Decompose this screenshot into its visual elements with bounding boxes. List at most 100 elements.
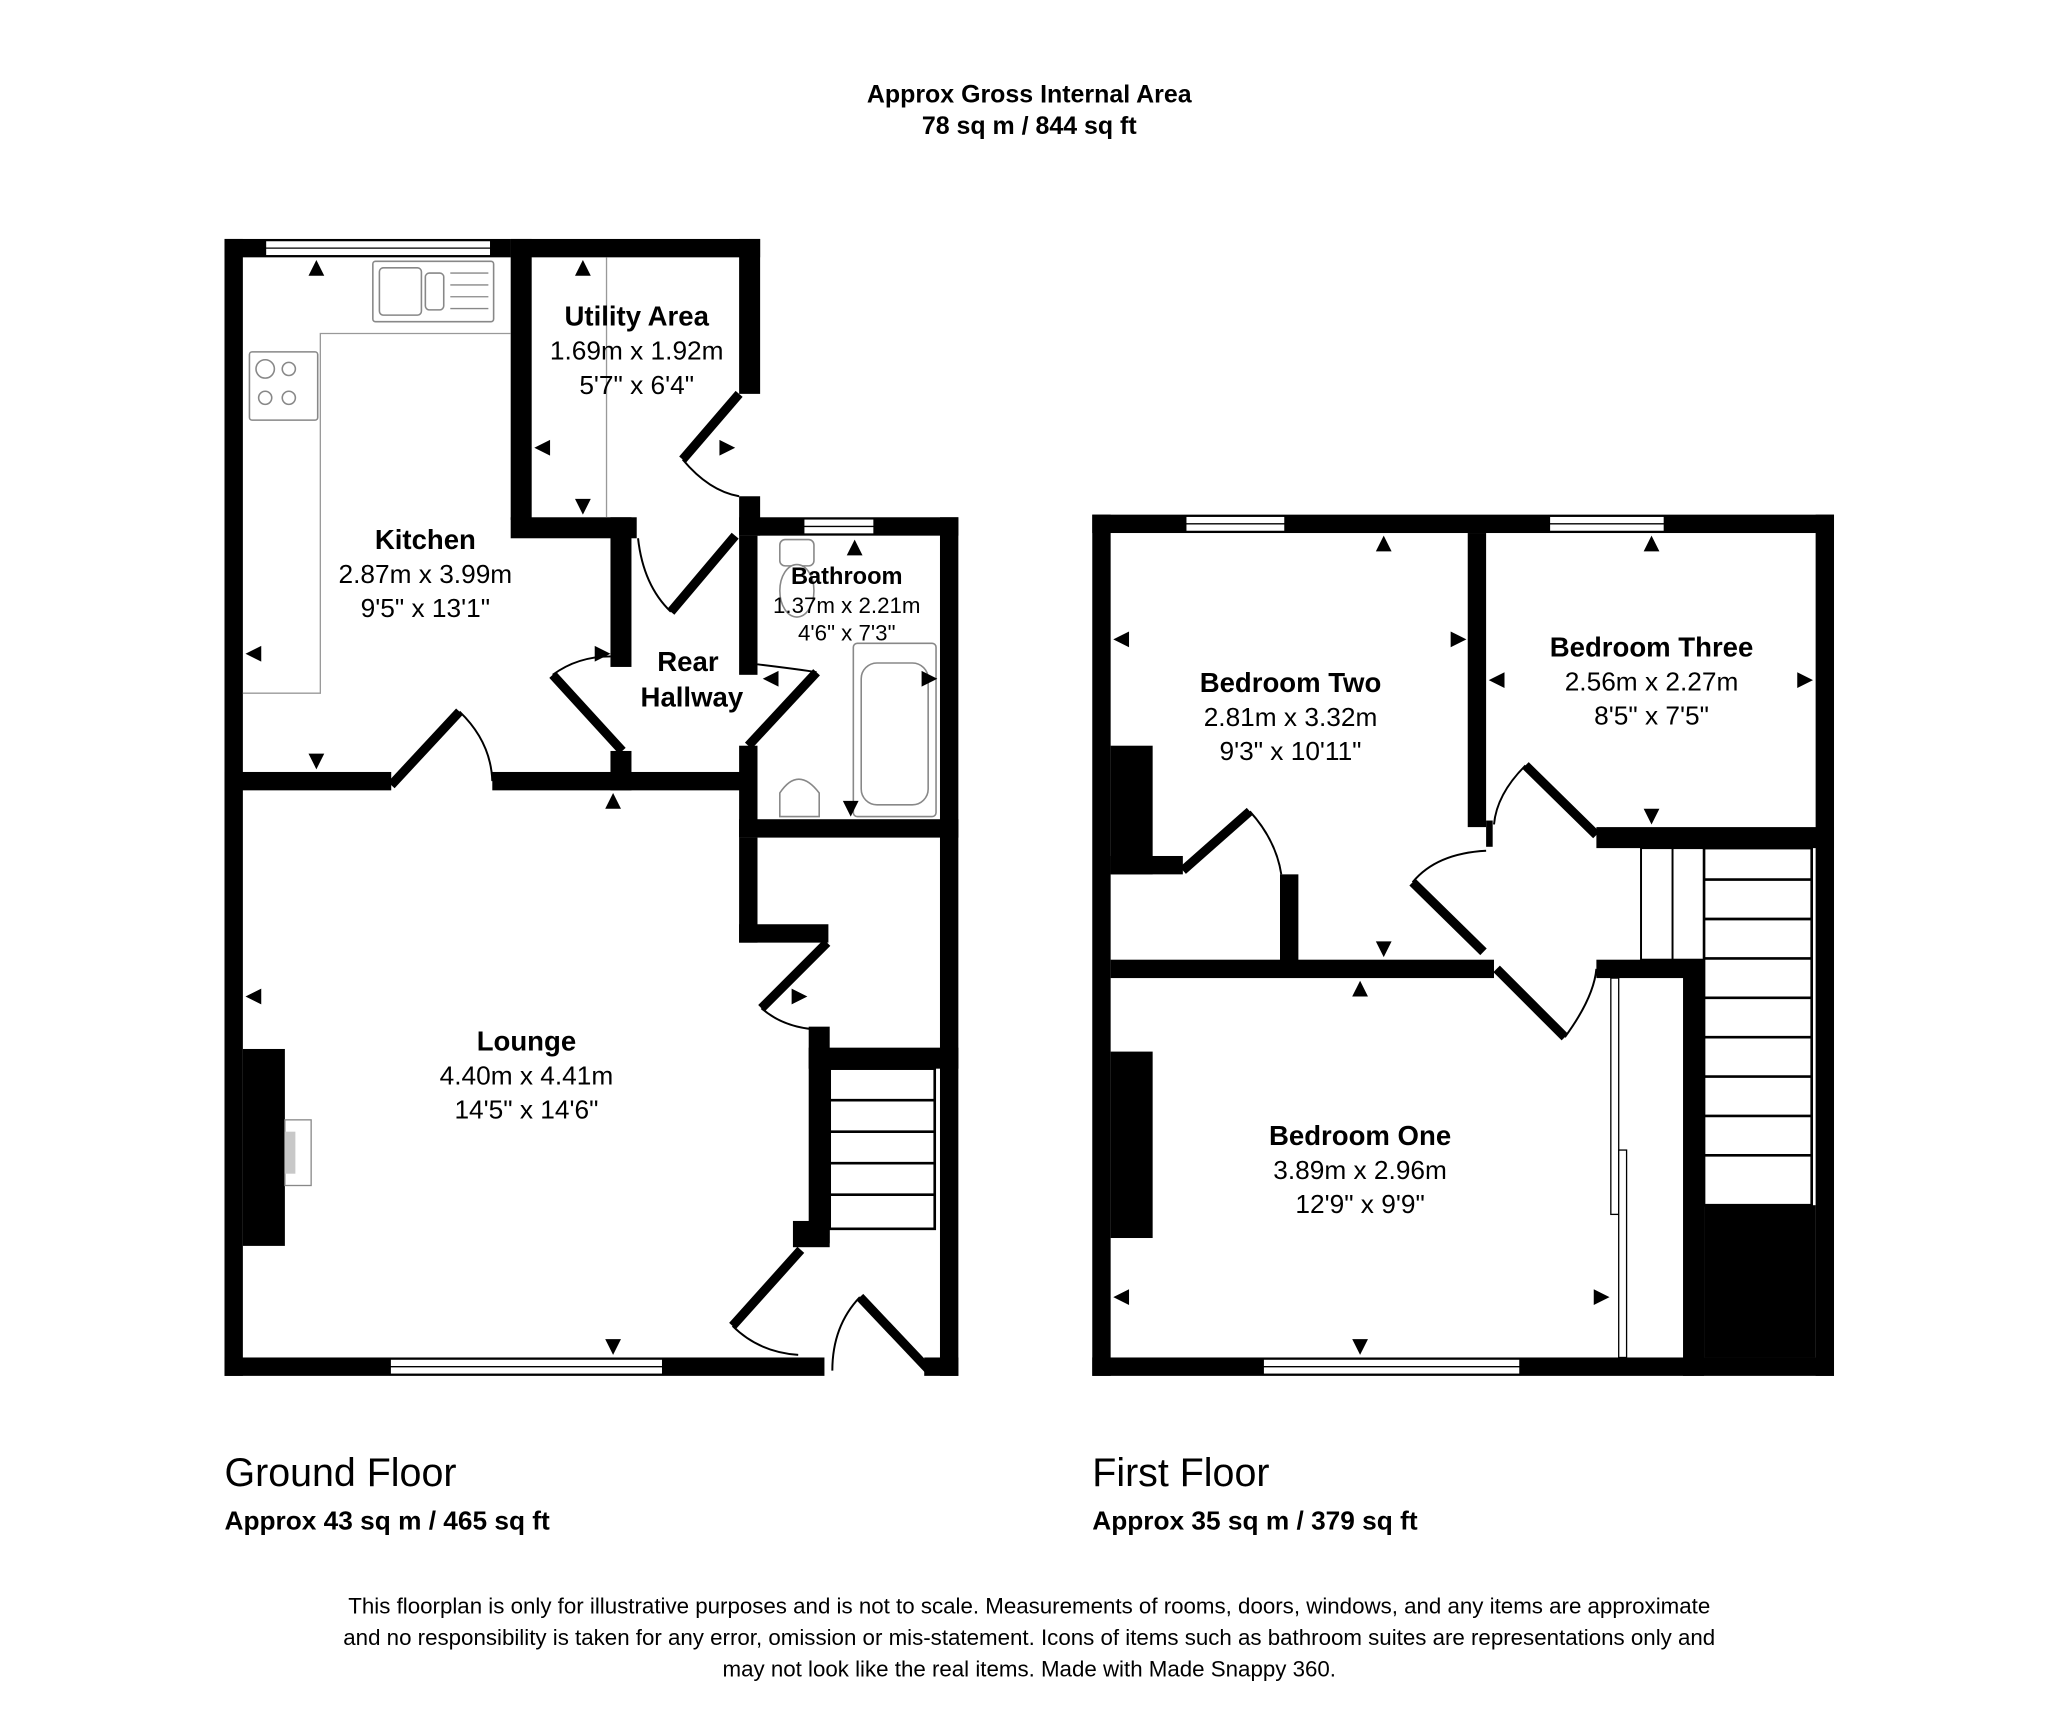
svg-text:and no responsibility is taken: and no responsibility is taken for any e… — [343, 1625, 1715, 1650]
door — [1493, 965, 1569, 1041]
svg-text:8'5" x 7'5": 8'5" x 7'5" — [1594, 701, 1709, 731]
ground-floor-label: Ground Floor — [224, 1451, 456, 1495]
wall — [1280, 874, 1299, 967]
first-floor-plan: Bedroom Two 2.81m x 3.32m 9'3" x 10'11" … — [1092, 514, 1835, 1376]
svg-text:Utility Area: Utility Area — [565, 301, 710, 332]
wall — [739, 819, 959, 838]
wall — [510, 517, 637, 539]
header-total-area: 78 sq m / 844 sq ft — [922, 112, 1137, 140]
ground-floor-plan: Kitchen 2.87m x 3.99m 9'5" x 13'1" Utili… — [224, 238, 959, 1376]
svg-text:Bedroom One: Bedroom One — [1269, 1120, 1451, 1151]
svg-text:may not look like the real ite: may not look like the real items. Made w… — [723, 1656, 1336, 1681]
door — [744, 669, 820, 749]
chimney-breast — [242, 1048, 285, 1246]
door — [549, 671, 626, 755]
svg-text:2.56m x 2.27m: 2.56m x 2.27m — [1565, 667, 1739, 697]
wall — [808, 1047, 959, 1069]
wardrobe-door — [1618, 1149, 1628, 1359]
svg-text:9'5" x 13'1": 9'5" x 13'1" — [361, 593, 490, 623]
wall — [1092, 514, 1111, 1376]
front-door — [856, 1293, 933, 1374]
staircase — [828, 1067, 937, 1231]
door — [758, 939, 831, 1012]
wardrobe-door — [1610, 977, 1620, 1216]
door — [729, 1246, 805, 1330]
wall — [739, 238, 761, 394]
svg-text:3.89m x 2.96m: 3.89m x 2.96m — [1273, 1155, 1447, 1185]
room-label-lounge: Lounge 4.40m x 4.41m 14'5" x 14'6" — [440, 1025, 614, 1124]
svg-text:Bedroom Three: Bedroom Three — [1550, 631, 1754, 662]
wall — [1683, 848, 1705, 1376]
wall — [610, 750, 632, 791]
svg-text:1.69m x 1.92m: 1.69m x 1.92m — [550, 336, 724, 366]
room-label-bedroom-two: Bedroom Two 2.81m x 3.32m 9'3" x 10'11" — [1200, 667, 1382, 766]
wall — [739, 745, 758, 838]
svg-text:Kitchen: Kitchen — [375, 524, 476, 555]
disclaimer: This floorplan is only for illustrative … — [343, 1593, 1715, 1681]
svg-text:Bedroom Two: Bedroom Two — [1200, 667, 1382, 698]
first-floor-label: First Floor — [1092, 1451, 1269, 1495]
svg-text:2.87m x 3.99m: 2.87m x 3.99m — [339, 559, 513, 589]
wall — [792, 1220, 830, 1248]
svg-text:Rear: Rear — [657, 646, 719, 677]
dimension-markers — [1113, 535, 1814, 1355]
toilet-icon — [779, 538, 815, 567]
fireplace-hearth — [284, 1131, 296, 1174]
svg-text:1.37m x 2.21m: 1.37m x 2.21m — [773, 593, 920, 618]
svg-text:12'9" x 9'9": 12'9" x 9'9" — [1295, 1189, 1424, 1219]
header-title: Approx Gross Internal Area — [867, 80, 1193, 108]
room-label-utility-area: Utility Area 1.69m x 1.92m 5'7" x 6'4" — [550, 301, 724, 400]
room-label-bedroom-one: Bedroom One 3.89m x 2.96m 12'9" x 9'9" — [1269, 1120, 1451, 1219]
svg-text:4.40m x 4.41m: 4.40m x 4.41m — [440, 1060, 614, 1090]
room-label-kitchen: Kitchen 2.87m x 3.99m 9'5" x 13'1" — [339, 524, 513, 623]
wall — [224, 238, 243, 1376]
wall — [739, 924, 829, 943]
first-floor-area: Approx 35 sq m / 379 sq ft — [1092, 1505, 1418, 1535]
wall — [739, 535, 758, 675]
header: Approx Gross Internal Area 78 sq m / 844… — [867, 80, 1193, 140]
chimney-breast — [1110, 745, 1153, 875]
svg-text:This floorplan is only for ill: This floorplan is only for illustrative … — [348, 1593, 1710, 1618]
wall — [610, 517, 632, 667]
wall — [939, 517, 959, 1376]
wall — [1815, 514, 1835, 1376]
bulkhead — [1704, 1205, 1816, 1358]
wall — [510, 238, 761, 258]
wall — [808, 1026, 830, 1244]
door — [667, 532, 739, 615]
wall — [1467, 533, 1487, 828]
svg-text:14'5" x 14'6": 14'5" x 14'6" — [454, 1095, 598, 1125]
wall — [1110, 959, 1494, 979]
dimension-markers — [245, 259, 938, 1355]
wall — [739, 837, 758, 943]
fireplace-icon — [284, 1119, 312, 1187]
staircase — [1702, 846, 1814, 1207]
svg-text:9'3" x 10'11": 9'3" x 10'11" — [1219, 736, 1361, 766]
worktop-outline — [242, 332, 511, 694]
door — [387, 708, 463, 789]
wall — [1110, 855, 1183, 875]
door — [1522, 762, 1600, 839]
wall — [1596, 959, 1705, 979]
door — [679, 390, 743, 463]
door — [1179, 807, 1253, 874]
room-label-bedroom-three: Bedroom Three 2.56m x 2.27m 8'5" x 7'5" — [1550, 631, 1754, 730]
svg-text:Bathroom: Bathroom — [791, 564, 903, 590]
svg-text:Lounge: Lounge — [477, 1025, 576, 1056]
wall — [1596, 827, 1835, 849]
ground-floor-caption: Ground Floor Approx 43 sq m / 465 sq ft — [224, 1451, 550, 1535]
svg-text:5'7" x 6'4": 5'7" x 6'4" — [579, 370, 694, 400]
wall — [924, 1357, 959, 1376]
door — [1409, 878, 1487, 956]
svg-text:4'6" x 7'3": 4'6" x 7'3" — [798, 621, 895, 646]
basin-icon — [779, 778, 820, 818]
svg-text:Hallway: Hallway — [641, 681, 744, 712]
ground-floor-area: Approx 43 sq m / 465 sq ft — [224, 1505, 550, 1535]
svg-text:2.81m x 3.32m: 2.81m x 3.32m — [1204, 702, 1378, 732]
room-label-bathroom: Bathroom 1.37m x 2.21m 4'6" x 7'3" — [773, 564, 920, 645]
room-label-rear-hallway: Rear Hallway — [641, 646, 744, 712]
chimney-breast — [1110, 1051, 1153, 1239]
first-floor-caption: First Floor Approx 35 sq m / 379 sq ft — [1092, 1451, 1418, 1535]
wall — [224, 771, 392, 791]
